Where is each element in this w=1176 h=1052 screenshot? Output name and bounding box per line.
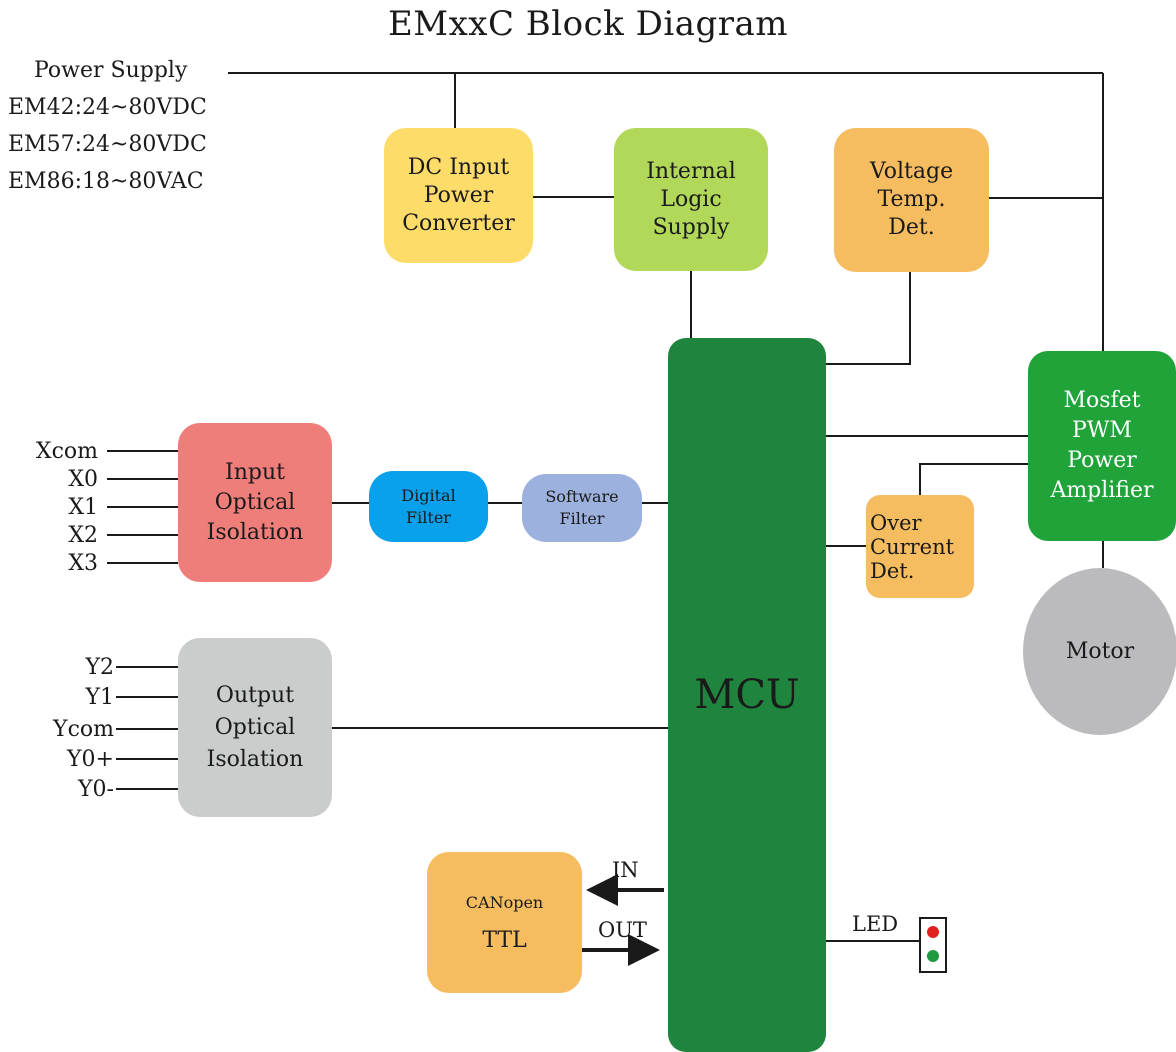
block-text-line: Optical: [214, 489, 296, 515]
input-pin-x1: X1: [68, 495, 98, 520]
output-pin-ycom: Ycom: [53, 717, 114, 742]
block-text-line: Software: [545, 487, 619, 506]
block-text-line: Current: [870, 534, 955, 559]
arrow-out-label: OUT: [598, 918, 647, 942]
block-text-line: Optical: [214, 714, 296, 740]
led-green-dot: [927, 950, 939, 962]
block-text-line: Internal: [646, 158, 736, 184]
power-supply-label: Power Supply: [34, 58, 188, 83]
block-text-line: Mosfet: [1063, 388, 1141, 413]
mcu-label: MCU: [694, 672, 800, 718]
dc-input-power-converter-block: DC Input Power Converter: [384, 128, 533, 263]
wire-mosfet-to-overcurrent: [919, 463, 1028, 495]
output-pin-y0plus: Y0+: [67, 747, 114, 772]
block-text-line: Voltage: [869, 159, 954, 184]
input-pin-x2: X2: [68, 523, 98, 548]
block-text-line: PWM: [1072, 418, 1132, 443]
motor-label: Motor: [1065, 639, 1135, 664]
block-text-line: Temp.: [877, 187, 946, 212]
input-pin-xcom: Xcom: [35, 439, 98, 464]
led-label: LED: [852, 912, 899, 936]
internal-logic-supply-block: Internal Logic Supply: [614, 128, 768, 271]
wire-voltage-to-mcu: [826, 272, 911, 365]
diagram-title: EMxxC Block Diagram: [387, 4, 789, 44]
block-text-line: Input: [225, 459, 285, 485]
block-text-line: Power: [423, 182, 494, 208]
block-text-line: Isolation: [206, 746, 304, 772]
motor-block: Motor: [1023, 568, 1176, 735]
arrow-in-label: IN: [612, 858, 639, 882]
canopen-label: CANopen: [465, 892, 544, 912]
led-red-dot: [927, 926, 939, 938]
block-text-line: Det.: [888, 215, 935, 240]
block-text-line: Logic: [660, 186, 722, 212]
power-spec-em86: EM86:18~80VAC: [8, 169, 204, 194]
block-text-line: DC Input: [407, 154, 510, 180]
input-pin-x3: X3: [68, 551, 98, 576]
power-spec-em42: EM42:24~80VDC: [8, 95, 207, 120]
over-current-detection-block: Over Current Det.: [866, 495, 974, 598]
input-optical-isolation-block: Input Optical Isolation: [178, 423, 332, 582]
input-pin-x0: X0: [68, 467, 98, 492]
output-optical-isolation-block: Output Optical Isolation: [178, 638, 332, 817]
output-pin-y0minus: Y0-: [78, 777, 114, 802]
output-pin-y2: Y2: [85, 655, 114, 680]
mosfet-pwm-amplifier-block: Mosfet PWM Power Amplifier: [1028, 351, 1176, 541]
block-text-line: Converter: [402, 210, 515, 236]
block-text-line: Det.: [870, 558, 915, 583]
block-text-line: Output: [215, 682, 295, 708]
mcu-block: MCU: [668, 338, 826, 1052]
block-text-line: Supply: [652, 214, 730, 240]
canopen-ttl-block: CANopen TTL: [427, 852, 582, 993]
block-text-line: Over: [870, 510, 922, 535]
voltage-temp-detection-block: Voltage Temp. Det.: [834, 128, 989, 272]
block-text-line: Filter: [559, 509, 605, 528]
block-text-line: Power: [1067, 448, 1137, 473]
digital-filter-block: Digital Filter: [369, 471, 488, 542]
output-pin-y1: Y1: [85, 685, 114, 710]
block-text-line: Isolation: [206, 519, 304, 545]
power-spec-em57: EM57:24~80VDC: [8, 132, 207, 157]
ttl-label: TTL: [482, 927, 527, 953]
block-text-line: Filter: [406, 507, 451, 527]
block-text-line: Amplifier: [1050, 478, 1154, 503]
software-filter-block: Software Filter: [522, 474, 642, 542]
block-text-line: Digital: [401, 485, 456, 505]
